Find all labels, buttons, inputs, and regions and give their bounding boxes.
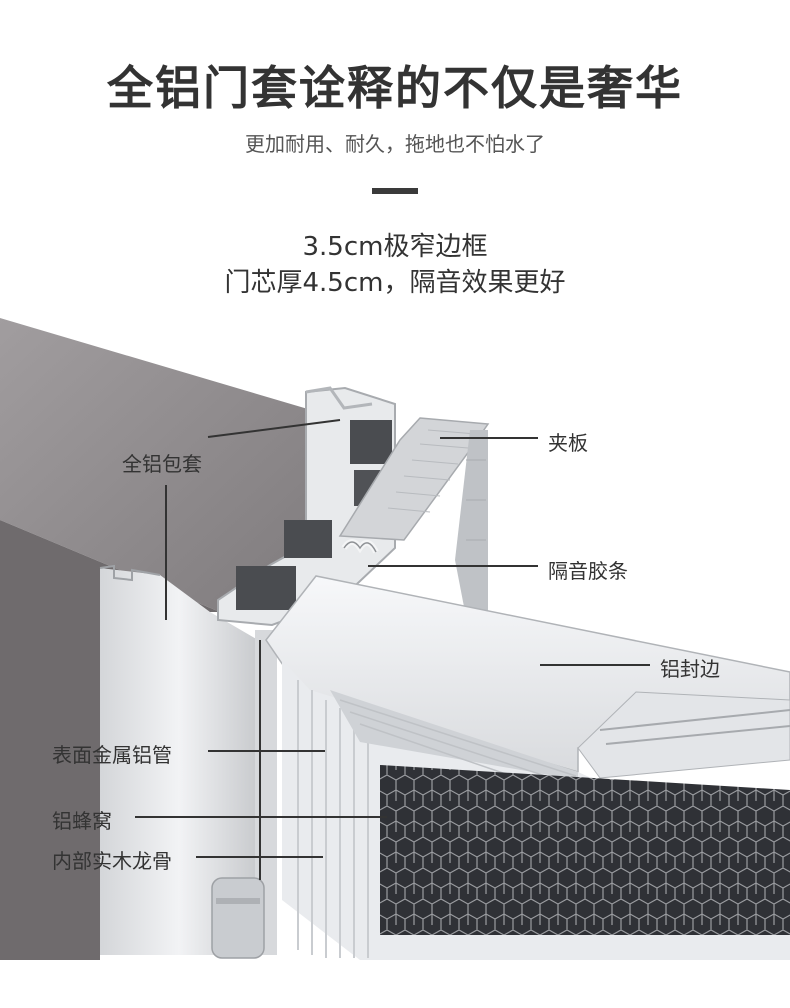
page-title: 全铝门套诠释的不仅是奢华 — [107, 61, 683, 115]
wall-side — [0, 520, 220, 960]
door-frame-cross-section — [0, 318, 790, 960]
aluminum-honeycomb — [380, 765, 790, 935]
back-wall — [0, 318, 318, 612]
soundproof-strip — [341, 539, 379, 554]
label-aluminum-edge: 铝封边 — [660, 657, 720, 681]
label-soundproof-strip: 隔音胶条 — [548, 559, 628, 583]
divider-bar — [372, 188, 418, 194]
label-clamp-plate: 夹板 — [548, 431, 588, 455]
label-full-aluminum-wrap: 全铝包套 — [122, 452, 202, 476]
hinge — [211, 877, 265, 959]
headline-line2: 门芯厚4.5cm，隔音效果更好 — [224, 268, 566, 298]
aluminum-wrap-jamb — [100, 568, 258, 955]
label-inner-wood-keel: 内部实木龙骨 — [52, 849, 172, 873]
page-subtitle: 更加耐用、耐久，拖地也不怕水了 — [245, 132, 545, 156]
leader-aluminum-wrap — [207, 419, 341, 438]
label-aluminum-honeycomb: 铝蜂窝 — [52, 809, 112, 833]
clamp-plate — [338, 417, 490, 541]
label-surface-metal-tube: 表面金属铝管 — [52, 743, 172, 767]
headline-line1: 3.5cm极窄边框 — [302, 232, 488, 262]
